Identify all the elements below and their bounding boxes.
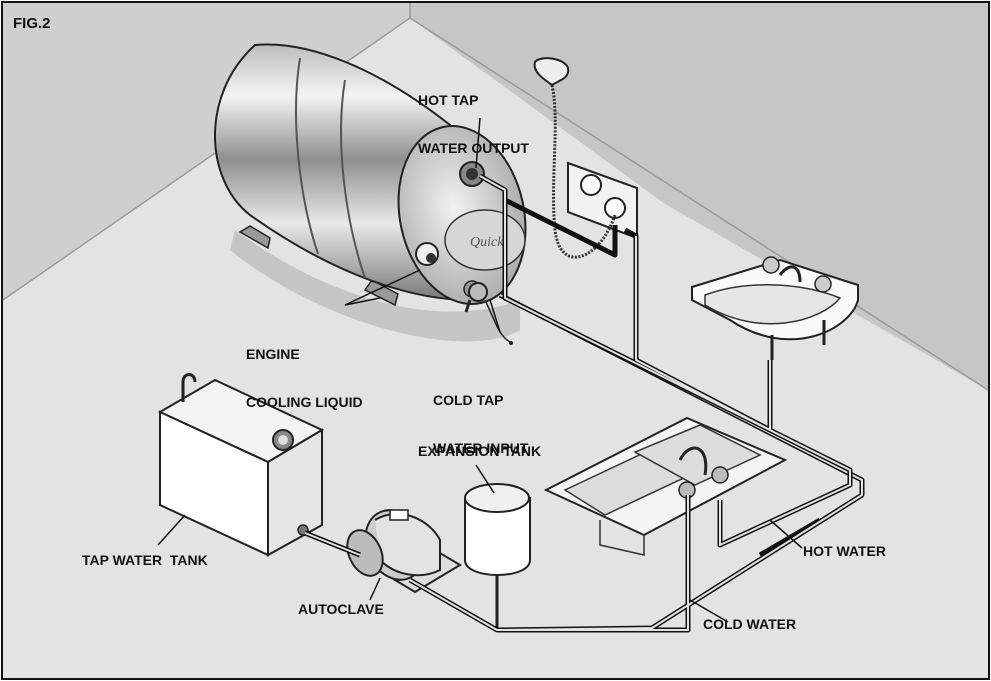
label-hot-water: HOT WATER [803,543,886,559]
label-engine-cooling-line1: ENGINE [246,346,300,362]
label-tap-water-tank: TAP WATER TANK [82,552,208,568]
hot-water-pipe-inner [479,175,851,546]
label-hot-tap-output-line1: HOT TAP [418,92,479,108]
label-cold-water: COLD WATER [703,616,797,632]
leader-lines [157,117,803,623]
label-cold-tap-input: COLD TAP WATER INPUT [433,360,528,488]
label-expansion-tank: EXPANSION TANK [418,443,542,459]
boiler-shadow [230,230,520,342]
cold-input-valve [464,282,513,345]
label-engine-cooling-line2: COOLING LIQUID [246,394,363,410]
kitchen-sink [543,416,788,556]
label-cold-tap-input-line1: COLD TAP [433,392,504,408]
label-cold-tap-input-line2: WATER INPUT [433,440,529,456]
label-engine-cooling: ENGINE COOLING LIQUID [246,314,363,442]
washbasin [691,256,859,360]
figure-number: FIG.2 [13,15,51,32]
tap-water-tank [157,373,325,557]
expansion-tank [464,483,531,628]
svg-text:Quick: Quick [470,235,504,250]
label-hot-tap-output-line2: WATER OUTPUT [418,140,529,156]
label-hot-tap-output: HOT TAP WATER OUTPUT [418,60,529,188]
boiler-foot-left [238,225,271,250]
cold-water-pipe-inner [304,294,863,631]
boiler-foot-right [363,279,399,307]
label-autoclave: AUTOCLAVE [298,601,384,617]
